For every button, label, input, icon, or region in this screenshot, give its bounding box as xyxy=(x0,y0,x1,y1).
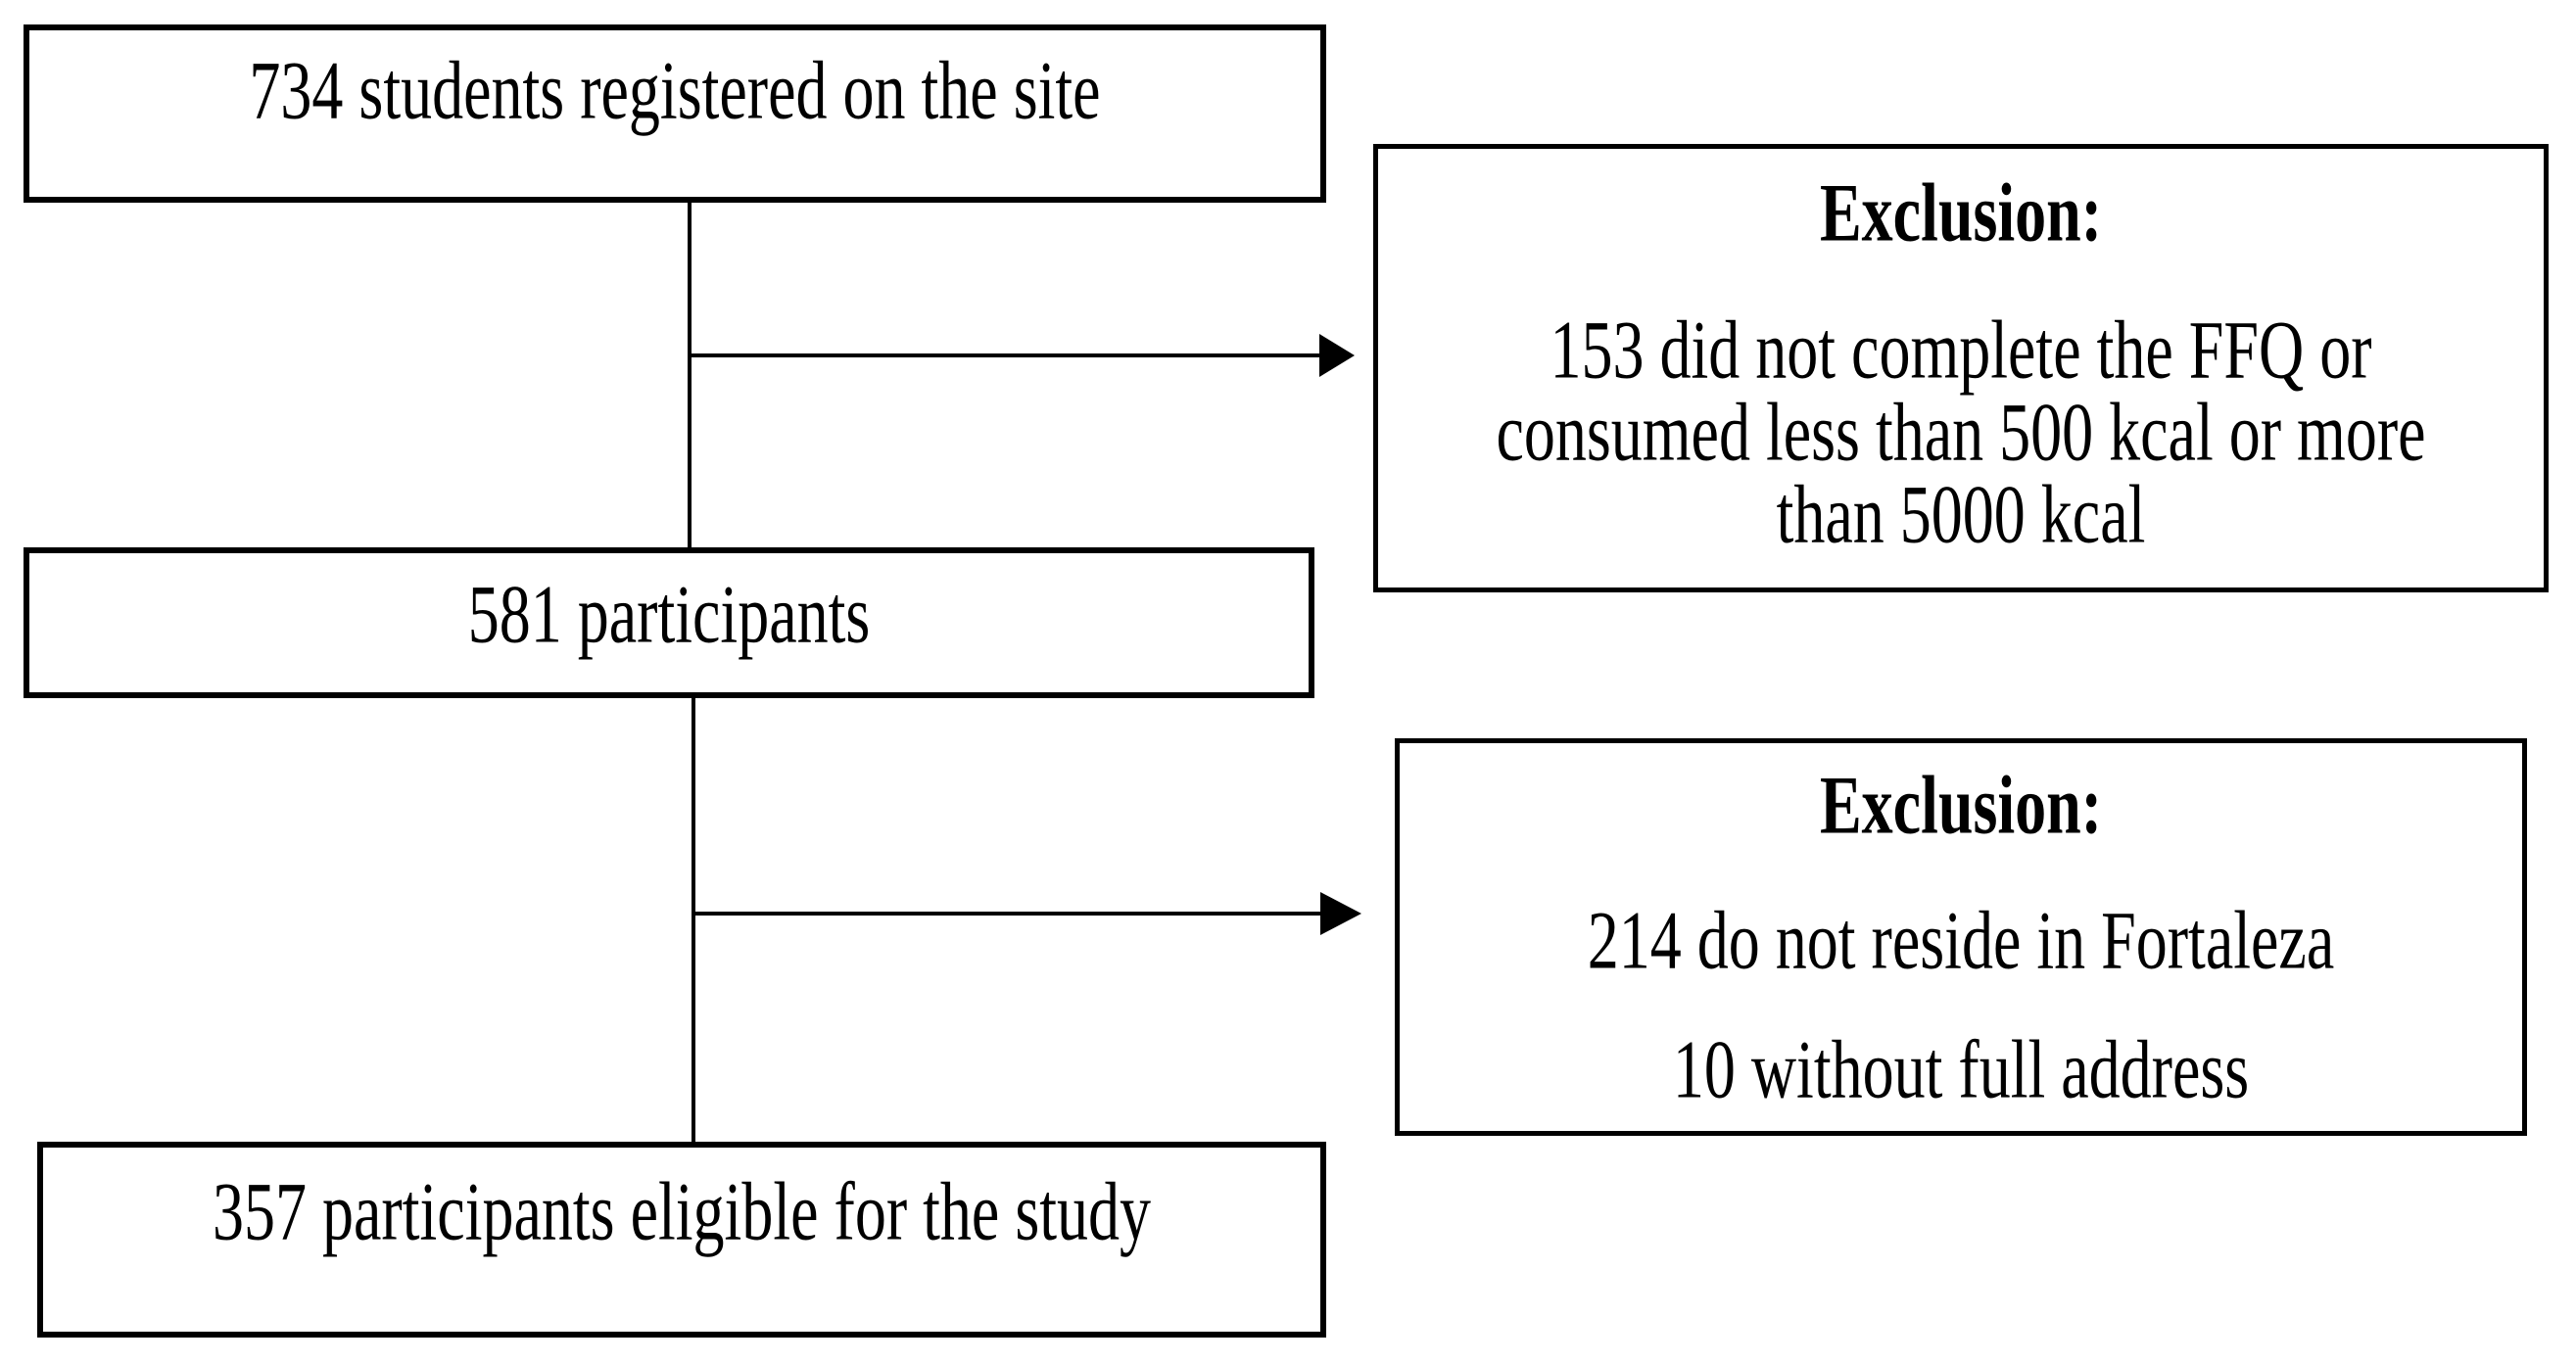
exclusion-box-2: Exclusion: 214 do not reside in Fortalez… xyxy=(1395,738,2527,1136)
exclusion-2-line-1: 214 do not reside in Fortaleza xyxy=(1587,894,2335,987)
flow-box-registered-label: 734 students registered on the site xyxy=(249,44,1101,137)
arrow-2-line xyxy=(693,912,1320,916)
arrow-2-head-icon xyxy=(1320,892,1361,935)
exclusion-box-1: Exclusion: 153 did not complete the FFQ … xyxy=(1373,144,2549,592)
exclusion-2-heading: Exclusion: xyxy=(1819,759,2103,852)
connector-vertical-2 xyxy=(692,698,695,1142)
exclusion-1-heading: Exclusion: xyxy=(1819,166,2103,259)
exclusion-2-line-2: 10 without full address xyxy=(1672,1023,2250,1116)
flow-box-registered: 734 students registered on the site xyxy=(24,24,1326,203)
exclusion-1-line-1: 153 did not complete the FFQ or xyxy=(1550,304,2372,397)
flow-box-eligible-label: 357 participants eligible for the study xyxy=(213,1165,1151,1258)
flow-box-participants-label: 581 participants xyxy=(467,568,871,661)
arrow-1-line xyxy=(690,353,1319,357)
arrow-1-head-icon xyxy=(1319,334,1355,377)
connector-vertical-1 xyxy=(688,203,692,547)
exclusion-1-line-3: than 5000 kcal xyxy=(1776,468,2146,561)
exclusion-1-line-2: consumed less than 500 kcal or more xyxy=(1496,386,2426,479)
flow-box-eligible: 357 participants eligible for the study xyxy=(37,1142,1326,1338)
flow-box-participants: 581 participants xyxy=(24,547,1314,698)
